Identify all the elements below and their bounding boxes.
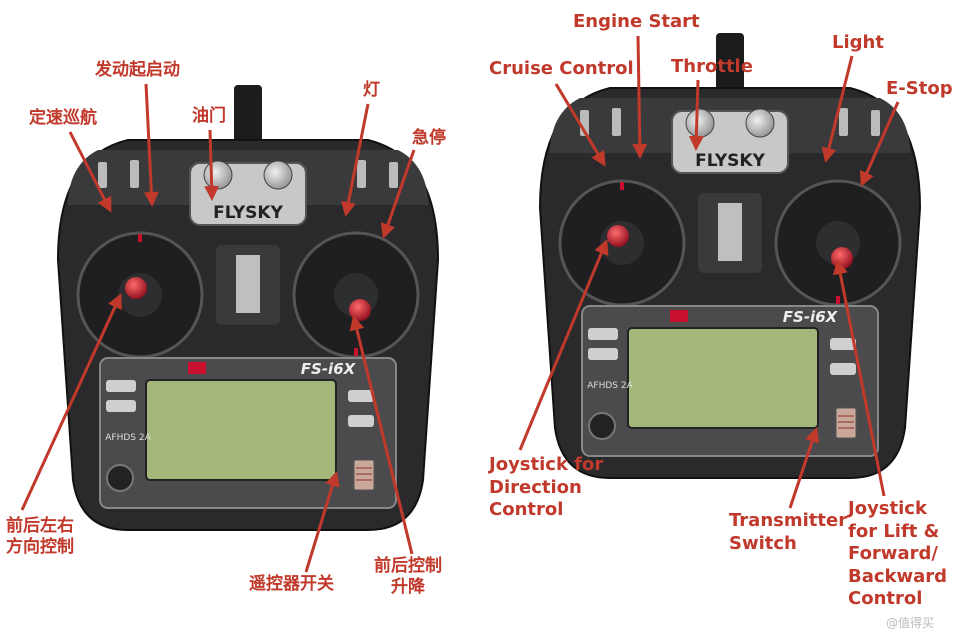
label-throttle-cn: 油门 [192,106,226,126]
arrow-light-cn [340,103,370,217]
label-estop-en: E-Stop [886,78,953,99]
arrow-left-stick-cn [20,293,122,511]
label-light-cn: 灯 [363,80,380,100]
label-right-stick-cn-line1: 前后控制 [374,556,442,576]
label-cruise-en: Cruise Control [489,58,634,79]
arrow-estop-cn [380,149,416,239]
arrow-estop-en [859,101,900,187]
label-right-stick-en-line3: Forward/ [848,543,938,564]
label-left-stick-en: Joystick for Direction Control [489,454,603,522]
arrow-engine-en [632,35,648,159]
label-engine-cn: 发动起启动 [95,60,180,80]
label-estop-cn: 急停 [412,128,446,148]
label-switch-cn: 遥控器开关 [249,574,334,594]
arrow-switch-en [788,427,820,509]
arrow-light-en [821,55,854,163]
label-left-stick-cn: 前后左右 方向控制 [6,516,74,559]
label-right-stick-en-line5: Control [848,588,923,609]
arrow-cruise-cn [68,131,112,213]
label-right-stick-en-line2: for Lift & [848,520,940,542]
arrow-switch-cn [304,471,340,573]
label-left-stick-en-line3: Control [489,499,564,520]
label-left-stick-cn-line1: 前后左右 [6,516,74,536]
transmitter-right [538,31,922,480]
label-left-stick-en-line2: Direction [489,476,582,498]
label-left-stick-en-line1: Joystick for [489,454,604,475]
label-switch-en-line1: Transmitter [729,510,848,531]
label-engine-en: Engine Start [573,11,700,32]
watermark: @值得买 [886,616,935,630]
arrow-engine-cn [143,83,159,207]
annotation-arrows [20,35,900,573]
label-right-stick-cn: 前后控制 升降 [374,556,442,599]
arrow-left-stick-en [518,239,609,451]
label-switch-en-line2: Switch [729,532,797,554]
label-right-stick-cn-line2: 升降 [391,577,425,598]
label-light-en: Light [832,32,884,53]
arrow-cruise-en [554,83,606,167]
arrow-right-stick-en [832,259,886,497]
label-switch-en: Transmitter Switch [729,510,847,555]
label-left-stick-cn-line2: 方向控制 [6,537,74,558]
label-right-stick-en: Joystick for Lift & Forward/ Backward Co… [848,498,947,611]
arrow-right-stick-cn [349,315,414,555]
label-right-stick-en-line4: Backward [848,565,948,587]
arrow-throttle-en [688,79,704,151]
label-right-stick-en-line1: Joystick [848,498,927,519]
label-throttle-en: Throttle [671,56,753,77]
label-cruise-cn: 定速巡航 [29,108,97,128]
arrow-throttle-cn [204,129,220,201]
